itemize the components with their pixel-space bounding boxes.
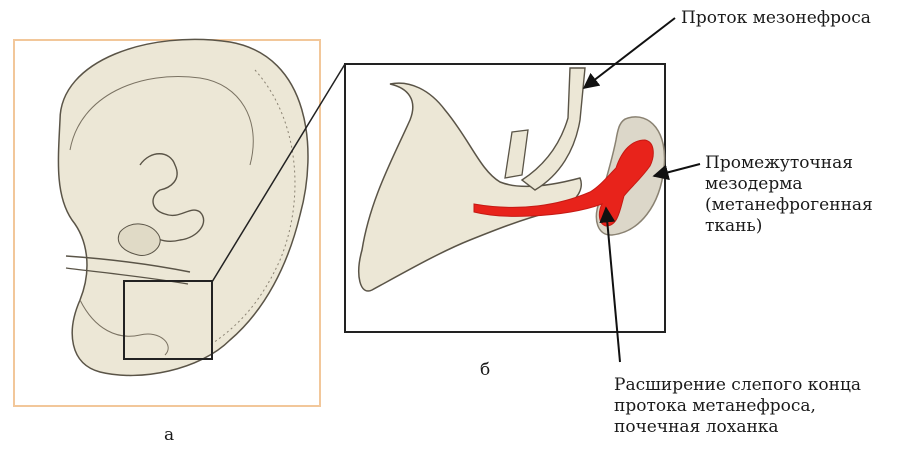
panel-a-label: а <box>164 425 174 446</box>
renal-pelvis-line: протока метанефроса, <box>614 396 861 417</box>
mesonephric-duct-label: Проток мезонефроса <box>681 8 871 29</box>
renal-pelvis-line: Расширение слепого конца <box>614 375 861 396</box>
intermediate-mesoderm-line: мезодерма <box>705 174 873 195</box>
renal-pelvis-label: Расширение слепого конца протока метанеф… <box>614 375 861 438</box>
intermediate-mesoderm-label: Промежуточная мезодерма (метанефрогенная… <box>705 153 873 237</box>
panel-b-label: б <box>480 360 490 381</box>
intermediate-mesoderm-line: Промежуточная <box>705 153 873 174</box>
intermediate-mesoderm-line: (метанефрогенная <box>705 195 873 216</box>
intermediate-mesoderm-line: ткань) <box>705 216 873 237</box>
renal-pelvis-line: почечная лоханка <box>614 417 861 438</box>
